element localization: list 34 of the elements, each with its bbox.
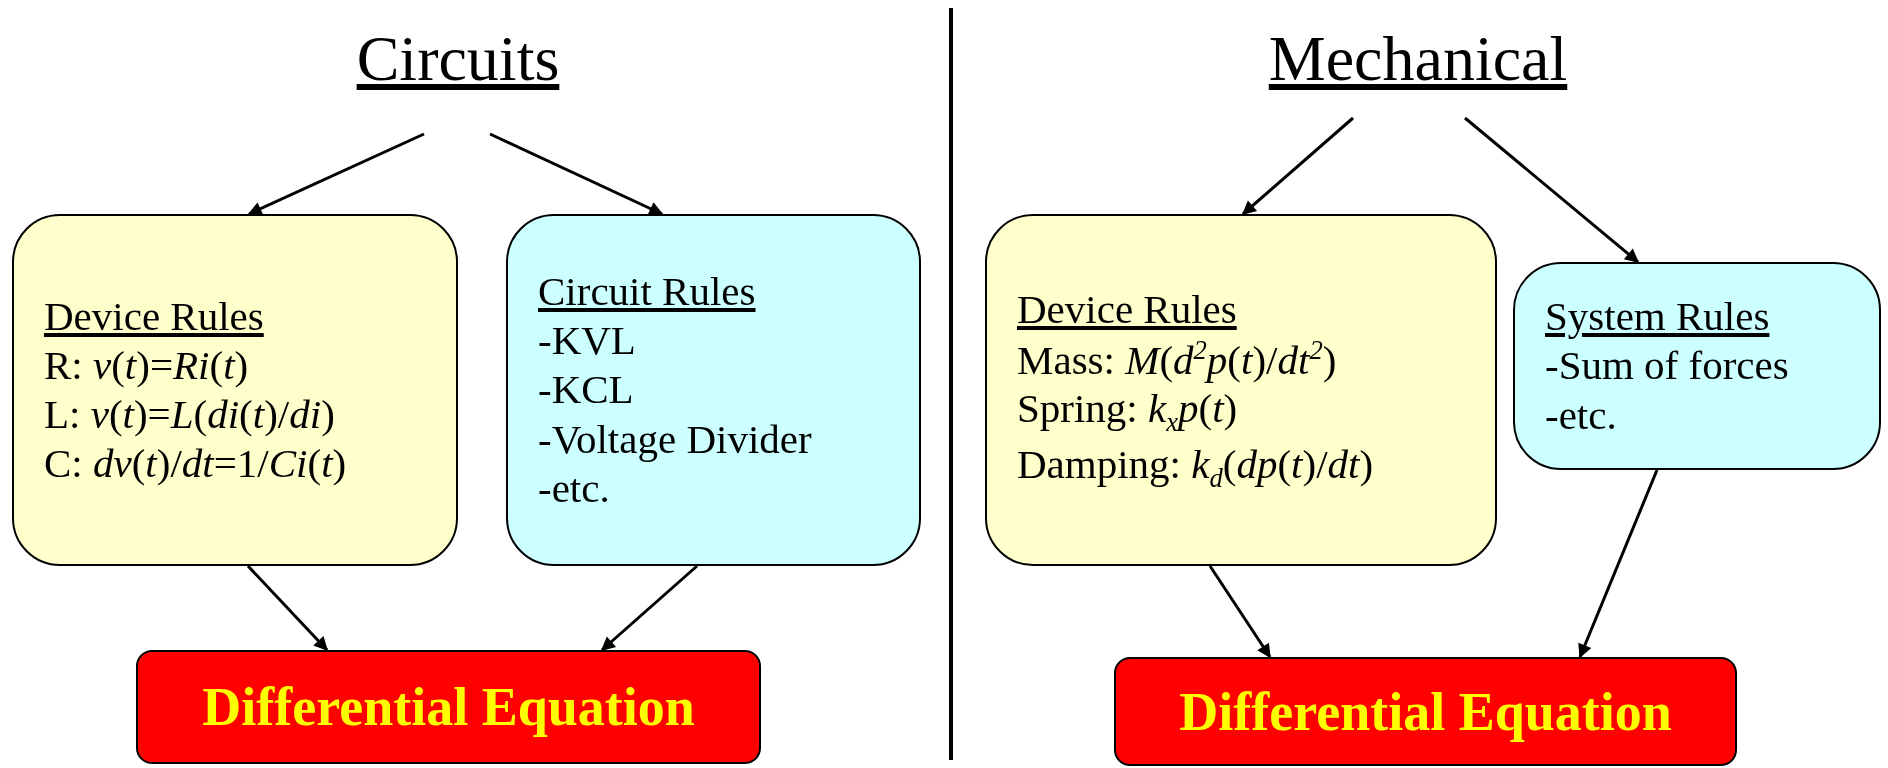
rule-text: Damping: k$_{d}$(dp(t)/dt) bbox=[1017, 439, 1375, 495]
box-heading: Circuit Rules bbox=[538, 267, 757, 317]
rule-text: C: dv(t)/dt=1/Ci(t) bbox=[44, 439, 348, 489]
arrow bbox=[1208, 565, 1272, 659]
box-heading: Device Rules bbox=[44, 291, 265, 341]
rule-text: -KVL bbox=[538, 316, 637, 366]
rule-text: Spring: k$_{x}$p(t) bbox=[1017, 384, 1239, 440]
rules-box bbox=[506, 214, 921, 566]
box-heading: System Rules bbox=[1545, 292, 1771, 342]
arrow bbox=[1464, 116, 1640, 264]
rule-text: Mass: M(d$^{2}$p(t)/dt$^{2}$) bbox=[1017, 334, 1338, 385]
rules-box bbox=[985, 214, 1497, 566]
rule-text: R: v(t)=Ri(t) bbox=[44, 340, 250, 390]
rule-text: -Voltage Divider bbox=[538, 414, 813, 464]
arrow bbox=[489, 132, 664, 216]
result-text: Differential Equation bbox=[1179, 680, 1672, 743]
arrow bbox=[246, 564, 329, 652]
result-box bbox=[1114, 657, 1737, 766]
box-heading: Device Rules bbox=[1017, 285, 1238, 335]
arrow bbox=[1578, 469, 1659, 659]
rule-text: -etc. bbox=[1545, 390, 1618, 440]
rule-text: -Sum of forces bbox=[1545, 341, 1790, 391]
section-heading: Mechanical bbox=[1218, 22, 1618, 118]
rule-text: -etc. bbox=[538, 463, 611, 513]
arrow bbox=[1241, 116, 1354, 216]
rule-text: L: v(t)=L(di(t)/di) bbox=[44, 390, 336, 439]
arrow bbox=[247, 132, 425, 216]
rules-box bbox=[12, 214, 458, 566]
rule-text: -KCL bbox=[538, 365, 635, 415]
section-heading: Circuits bbox=[308, 22, 608, 134]
result-box bbox=[136, 650, 761, 764]
rules-box bbox=[1513, 262, 1881, 470]
arrow bbox=[600, 564, 698, 652]
result-text: Differential Equation bbox=[202, 676, 695, 738]
